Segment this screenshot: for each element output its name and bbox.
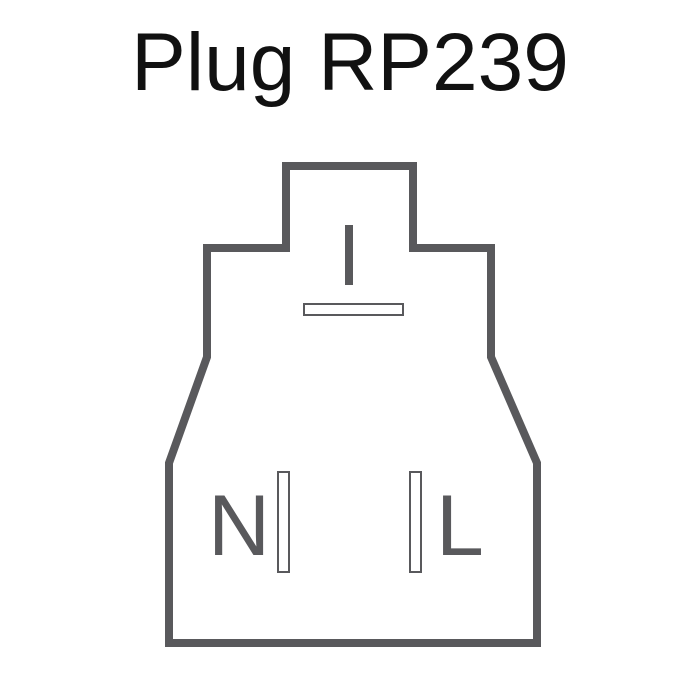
earth-symbol <box>345 225 353 285</box>
neutral-label: N <box>208 478 270 574</box>
live-label: L <box>436 478 484 574</box>
earth-pin <box>303 303 404 316</box>
live-pin <box>409 471 422 573</box>
neutral-pin <box>277 471 290 573</box>
diagram-title: Plug RP239 <box>131 17 569 108</box>
plug-outline <box>165 162 541 647</box>
